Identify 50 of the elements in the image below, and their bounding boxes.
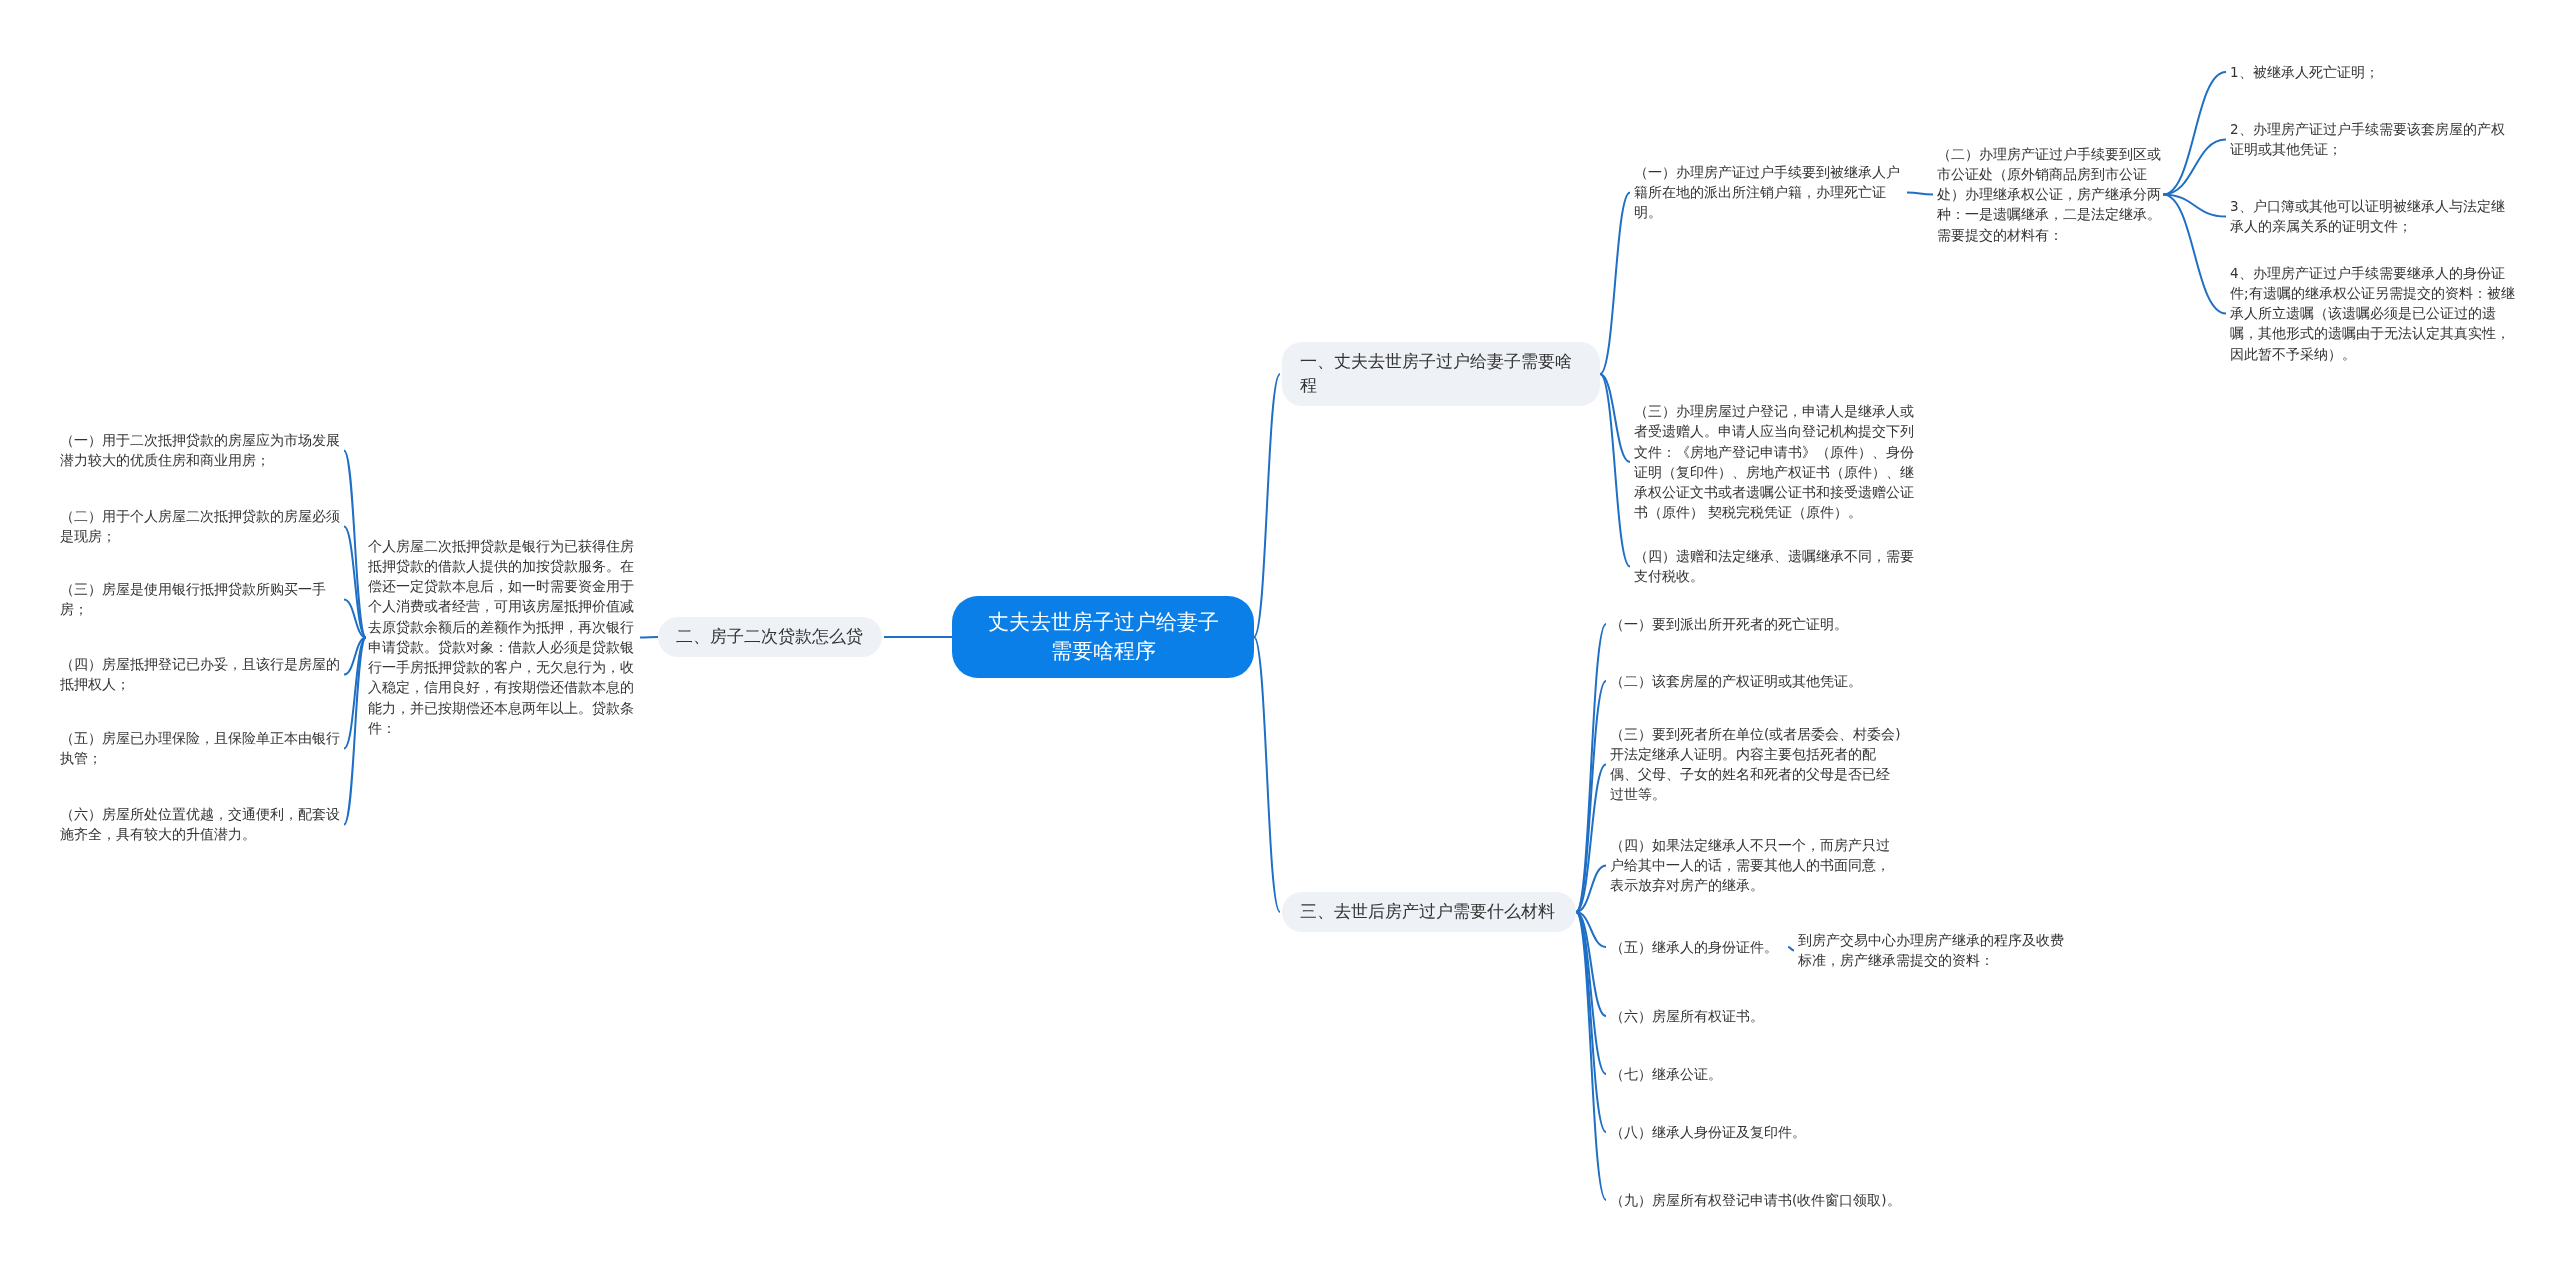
topic-text: （二）办理房产证过户手续要到区或市公证处（原外销商品房到市公证处）办理继承权公证，房产继承分两种：一是遗嘱继承，二是法定继承。需要提交的材料有： [1935, 141, 2163, 247]
topic-text: （八）继承人身份证及复印件。 [1608, 1120, 1903, 1145]
connector-line [883, 636, 953, 638]
topic-text: 2、办理房产证过户手续需要该套房屋的产权证明或其他凭证； [2228, 116, 2518, 161]
topic-text: （六）房屋所有权证书。 [1608, 1004, 1903, 1029]
connector-line [1253, 373, 1281, 638]
connector-line [343, 598, 367, 639]
central-topic-box: 丈夫去世房子过户给妻子需要啥程序 [952, 596, 1254, 678]
connector-line [343, 636, 367, 750]
topic-text: （四）房屋抵押登记已办妥，且该行是房屋的抵押权人； [58, 651, 342, 696]
branch-topic-box: 三、去世后房产过户需要什么材料 [1282, 892, 1576, 932]
connector-line [1575, 911, 1607, 1075]
connector-line [343, 636, 367, 676]
connector-line [1253, 636, 1281, 913]
connector-line [1575, 911, 1607, 1201]
connector-line [2162, 138, 2227, 196]
connector-line [1599, 373, 1631, 463]
topic-text: （四）如果法定继承人不只一个，而房产只过户给其中一人的话，需要其他人的书面同意，表示放弃对房产的继承。 [1608, 832, 1903, 898]
topic-text: （三）办理房屋过户登记，申请人是继承人或者受遗赠人。申请人应当向登记机构提交下列文件：《房地产登记申请书》（原件）、身份证明（复印件）、房地产权证书（原件）、继承权公证文书或者遗嘱公证书和接受遗赠公证书（原件） 契税完税凭证（原件）。 [1632, 399, 1922, 525]
topic-text: （四）遗赠和法定继承、遗嘱继承不同，需要支付税收。 [1632, 543, 1922, 588]
topic-text: 到房产交易中心办理房产继承的程序及收费标准，房产继承需提交的资料： [1796, 927, 2071, 972]
connector-line [1575, 864, 1607, 913]
topic-text: （三）房屋是使用银行抵押贷款所购买一手房； [58, 576, 342, 621]
branch-topic-box: 一、丈夫去世房子过户给妻子需要啥程 [1282, 342, 1600, 406]
topic-text: （二）该套房屋的产权证明或其他凭证。 [1608, 669, 1903, 694]
topic-text: （一）用于二次抵押贷款的房屋应为市场发展潜力较大的优质住房和商业用房； [58, 427, 342, 472]
topic-text: （二）用于个人房屋二次抵押贷款的房屋必须是现房； [58, 503, 342, 548]
topic-text: 4、办理房产证过户手续需要继承人的身份证件;有遗嘱的继承权公证另需提交的资料：被继承人所立遗嘱（该遗嘱必须是已公证过的遗嘱，其他形式的遗嘱由于无法认定其真实性，因此暂不予采纳）。 [2228, 260, 2518, 366]
branch-topic-box: 二、房子二次贷款怎么贷 [658, 617, 882, 657]
topic-text: （九）房屋所有权登记申请书(收件窗口领取)。 [1608, 1188, 1903, 1213]
connector-line [343, 525, 367, 639]
topic-text: （三）要到死者所在单位(或者居委会、村委会)开法定继承人证明。内容主要包括死者的配偶、父母、子女的姓名和死者的父母是否已经过世等。 [1608, 721, 1903, 807]
topic-text: （七）继承公证。 [1608, 1062, 1903, 1087]
topic-text: 个人房屋二次抵押贷款是银行为已获得住房抵押贷款的借款人提供的加按贷款服务。在偿还一定贷款本息后，如一时需要资金用于个人消费或者经营，可用该房屋抵押价值减去原贷款余额后的差额作为抵押，再次银行申请贷款。贷款对象：借款人必须是贷款银行一手房抵押贷款的客户，无欠息行为，收入稳定，信用良好，有按期偿还借款本息的能力，并已按期偿还本息两年以上。贷款条件： [366, 533, 638, 740]
topic-text: （六）房屋所处位置优越，交通便利，配套设施齐全，具有较大的升值潜力。 [58, 801, 342, 846]
topic-text: 3、户口簿或其他可以证明被继承人与法定继承人的亲属关系的证明文件； [2228, 193, 2518, 238]
topic-text: （一）要到派出所开死者的死亡证明。 [1608, 612, 1903, 637]
topic-text: （五）继承人的身份证件。 [1608, 935, 1788, 960]
topic-text: （一）办理房产证过户手续要到被继承人户籍所在地的派出所注销户籍，办理死亡证明。 [1632, 159, 1907, 225]
connector-line [1599, 191, 1631, 375]
connector-line [1575, 763, 1607, 913]
topic-text: （五）房屋已办理保险，且保险单正本由银行执管； [58, 725, 342, 770]
connector-line [1906, 191, 1934, 196]
connector-line [343, 636, 367, 826]
topic-text: 1、被继承人死亡证明； [2228, 60, 2518, 85]
connector-line [1575, 623, 1607, 913]
connector-line [2162, 193, 2227, 315]
connector-line [639, 636, 659, 639]
connector-line [1787, 946, 1795, 952]
connector-line [1599, 373, 1631, 568]
